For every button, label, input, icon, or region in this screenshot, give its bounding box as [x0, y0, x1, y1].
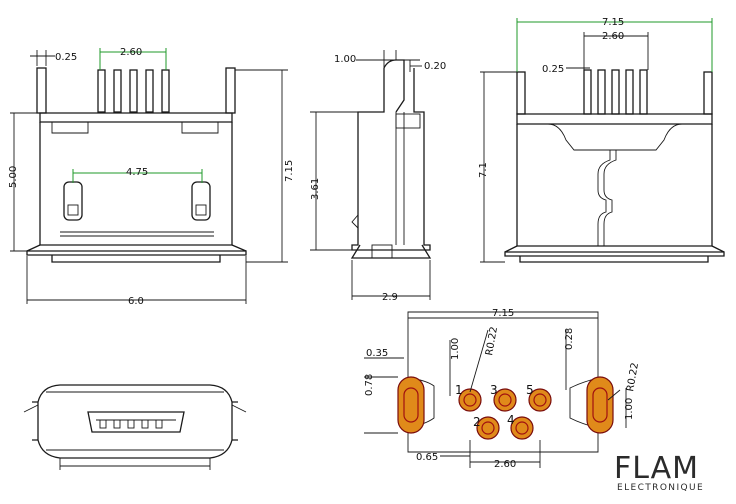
pin-label-2: 2: [473, 415, 481, 429]
pad-1: [458, 388, 482, 412]
pin-label-5: 5: [526, 383, 534, 397]
rear-dim-width: 7.15: [602, 17, 624, 28]
rear-view: 7.15 2.60 0.25 7.1: [478, 17, 725, 263]
pad-2: [476, 416, 500, 440]
pad-4: [510, 416, 534, 440]
fp-dim-035: 0.35: [366, 348, 388, 359]
front-dim-mount: 4.75: [126, 167, 148, 178]
front-dim-pitch: 2.60: [120, 47, 142, 58]
side-dim-height: 3.61: [310, 178, 321, 200]
front-dim-width: 6.0: [128, 296, 144, 307]
fp-dim-078: 0.78: [364, 374, 375, 396]
rear-dim-pin: 0.25: [542, 64, 564, 75]
fp-dim-100-left: 1.00: [450, 338, 461, 360]
connector-opening-view: [23, 384, 247, 470]
pad-3: [493, 388, 517, 412]
pcb-footprint: 1 2 3 4 5 7.15 2.60 0.65 0.35 0.78 1.00 …: [364, 308, 641, 470]
side-dim-depth: 2.9: [382, 292, 398, 303]
rear-dim-pitch: 2.60: [602, 31, 624, 42]
front-view: 2.60 0.25 4.75 5.00 7.15 6.0: [8, 47, 295, 307]
rear-dim-height: 7.1: [478, 162, 489, 178]
fp-dim-r022-right: R0.22: [625, 362, 641, 393]
logo-tagline: ELECTRONIQUE: [617, 483, 704, 493]
pin-label-1: 1: [455, 383, 463, 397]
side-view: 1.00 0.20 3.61 2.9: [310, 50, 446, 303]
flam-logo: FLAM ELECTRONIQUE: [614, 451, 704, 493]
fp-dim-r022-left: R0.22: [484, 326, 500, 357]
slot-pad-left: [397, 376, 425, 434]
fp-dim-065: 0.65: [416, 452, 438, 463]
fp-dim-100-right: 1.00: [624, 398, 635, 420]
side-dim-pin: 0.20: [424, 61, 446, 72]
front-dim-pin: 0.25: [55, 52, 77, 63]
fp-dim-pitch: 2.60: [494, 459, 516, 470]
slot-pad-right: [586, 376, 614, 434]
pin-label-3: 3: [490, 383, 498, 397]
fp-dim-width: 7.15: [492, 308, 514, 319]
logo-name: FLAM: [614, 451, 699, 486]
front-dim-height: 5.00: [8, 166, 19, 188]
front-dim-total-height: 7.15: [284, 160, 295, 182]
fp-dim-028: 0.28: [564, 328, 575, 350]
pad-5: [528, 388, 552, 412]
pin-label-4: 4: [507, 413, 515, 427]
side-dim-thickness: 1.00: [334, 54, 356, 65]
